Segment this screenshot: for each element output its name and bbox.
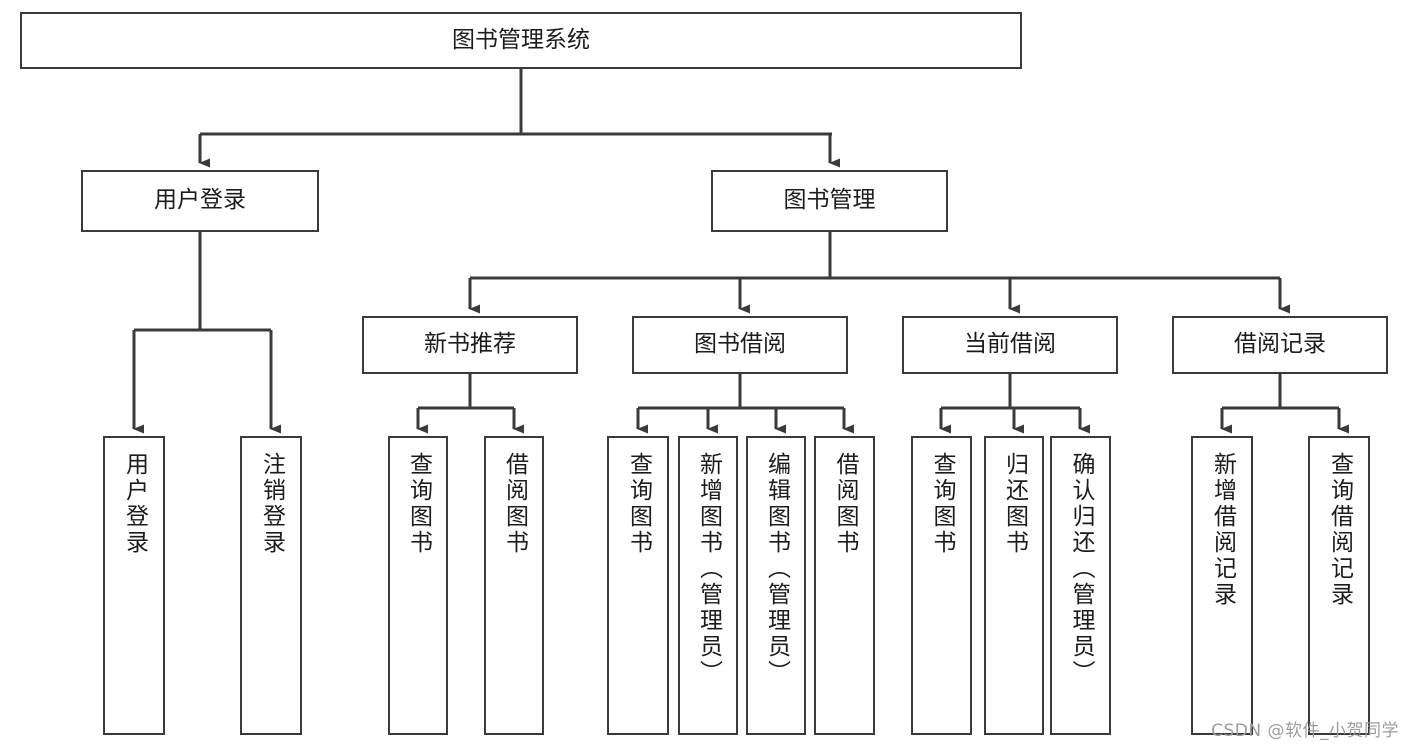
node-label: 查询图书 [405,452,432,556]
node-current-borrow[interactable]: 当前借阅 [902,316,1118,374]
node-leaf-borrow-book-1[interactable]: 借阅图书 [484,436,544,735]
node-label: 当前借阅 [964,331,1056,358]
node-label: 借阅图书 [501,452,528,556]
node-label: 新增借阅记录 [1209,452,1236,608]
node-label: 借阅记录 [1234,331,1326,358]
node-book-borrow[interactable]: 图书借阅 [632,316,848,374]
node-label: 新增图书（管理员） [695,452,722,686]
node-leaf-user-login[interactable]: 用户登录 [103,436,165,735]
node-root-system[interactable]: 图书管理系统 [20,12,1022,69]
node-leaf-return-book[interactable]: 归还图书 [984,436,1044,735]
node-leaf-logout[interactable]: 注销登录 [240,436,302,735]
node-borrow-record[interactable]: 借阅记录 [1172,316,1388,374]
node-label: 确认归还（管理员） [1068,452,1094,686]
node-label: 新书推荐 [424,331,516,358]
node-leaf-query-book-2[interactable]: 查询图书 [607,436,669,735]
node-label: 注销登录 [258,452,285,556]
node-label: 用户登录 [154,187,246,214]
node-leaf-add-book[interactable]: 新增图书（管理员） [678,436,738,735]
node-label: 查询图书 [929,452,955,556]
node-book-manage[interactable]: 图书管理 [711,170,948,232]
node-label: 编辑图书（管理员） [763,452,790,686]
node-label: 查询图书 [625,452,652,556]
node-label: 用户登录 [121,452,148,556]
node-label: 借阅图书 [832,452,858,556]
node-leaf-edit-book[interactable]: 编辑图书（管理员） [746,436,806,735]
node-leaf-confirm-return[interactable]: 确认归还（管理员） [1050,436,1111,735]
node-label: 查询借阅记录 [1326,452,1353,608]
node-label: 图书管理 [783,187,876,214]
node-label: 归还图书 [1001,452,1028,556]
node-label: 图书借阅 [694,331,786,358]
node-leaf-query-book-1[interactable]: 查询图书 [388,436,448,735]
node-leaf-query-record[interactable]: 查询借阅记录 [1308,436,1370,735]
node-leaf-borrow-book-2[interactable]: 借阅图书 [814,436,875,735]
node-user-login[interactable]: 用户登录 [81,170,319,232]
node-new-book-recommend[interactable]: 新书推荐 [362,316,578,374]
node-leaf-query-book-3[interactable]: 查询图书 [911,436,972,735]
node-label: 图书管理系统 [452,26,590,53]
node-leaf-add-record[interactable]: 新增借阅记录 [1191,436,1253,735]
